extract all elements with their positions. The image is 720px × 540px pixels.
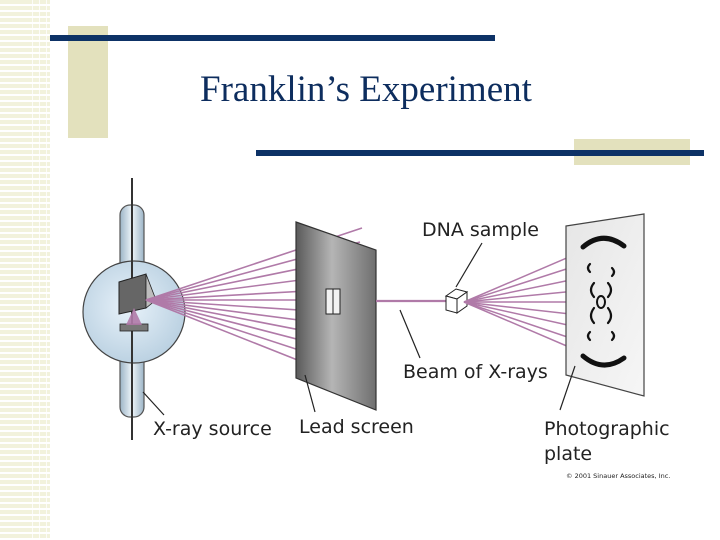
label-xray-source: X-ray source [153, 418, 272, 440]
label-lead-screen: Lead screen [299, 416, 414, 438]
photographic-plate [565, 213, 645, 397]
left-stripe-decoration [0, 0, 50, 540]
decor-block-top-left [68, 26, 108, 138]
decor-line-top [50, 35, 495, 41]
label-photographic-line1: Photographic [544, 418, 670, 440]
page-title: Franklin’s Experiment [200, 69, 532, 110]
lead-screen [295, 221, 377, 411]
leader-lines [142, 242, 576, 416]
dna-sample-cube [444, 288, 469, 314]
decor-line-bottom [256, 150, 704, 156]
label-beam-of-xrays: Beam of X-rays [403, 361, 548, 383]
label-photographic-line2: plate [544, 443, 592, 465]
xray-tube [82, 178, 186, 440]
copyright-notice: © 2001 Sinauer Associates, Inc. [566, 472, 670, 480]
label-dna-sample: DNA sample [422, 219, 539, 241]
